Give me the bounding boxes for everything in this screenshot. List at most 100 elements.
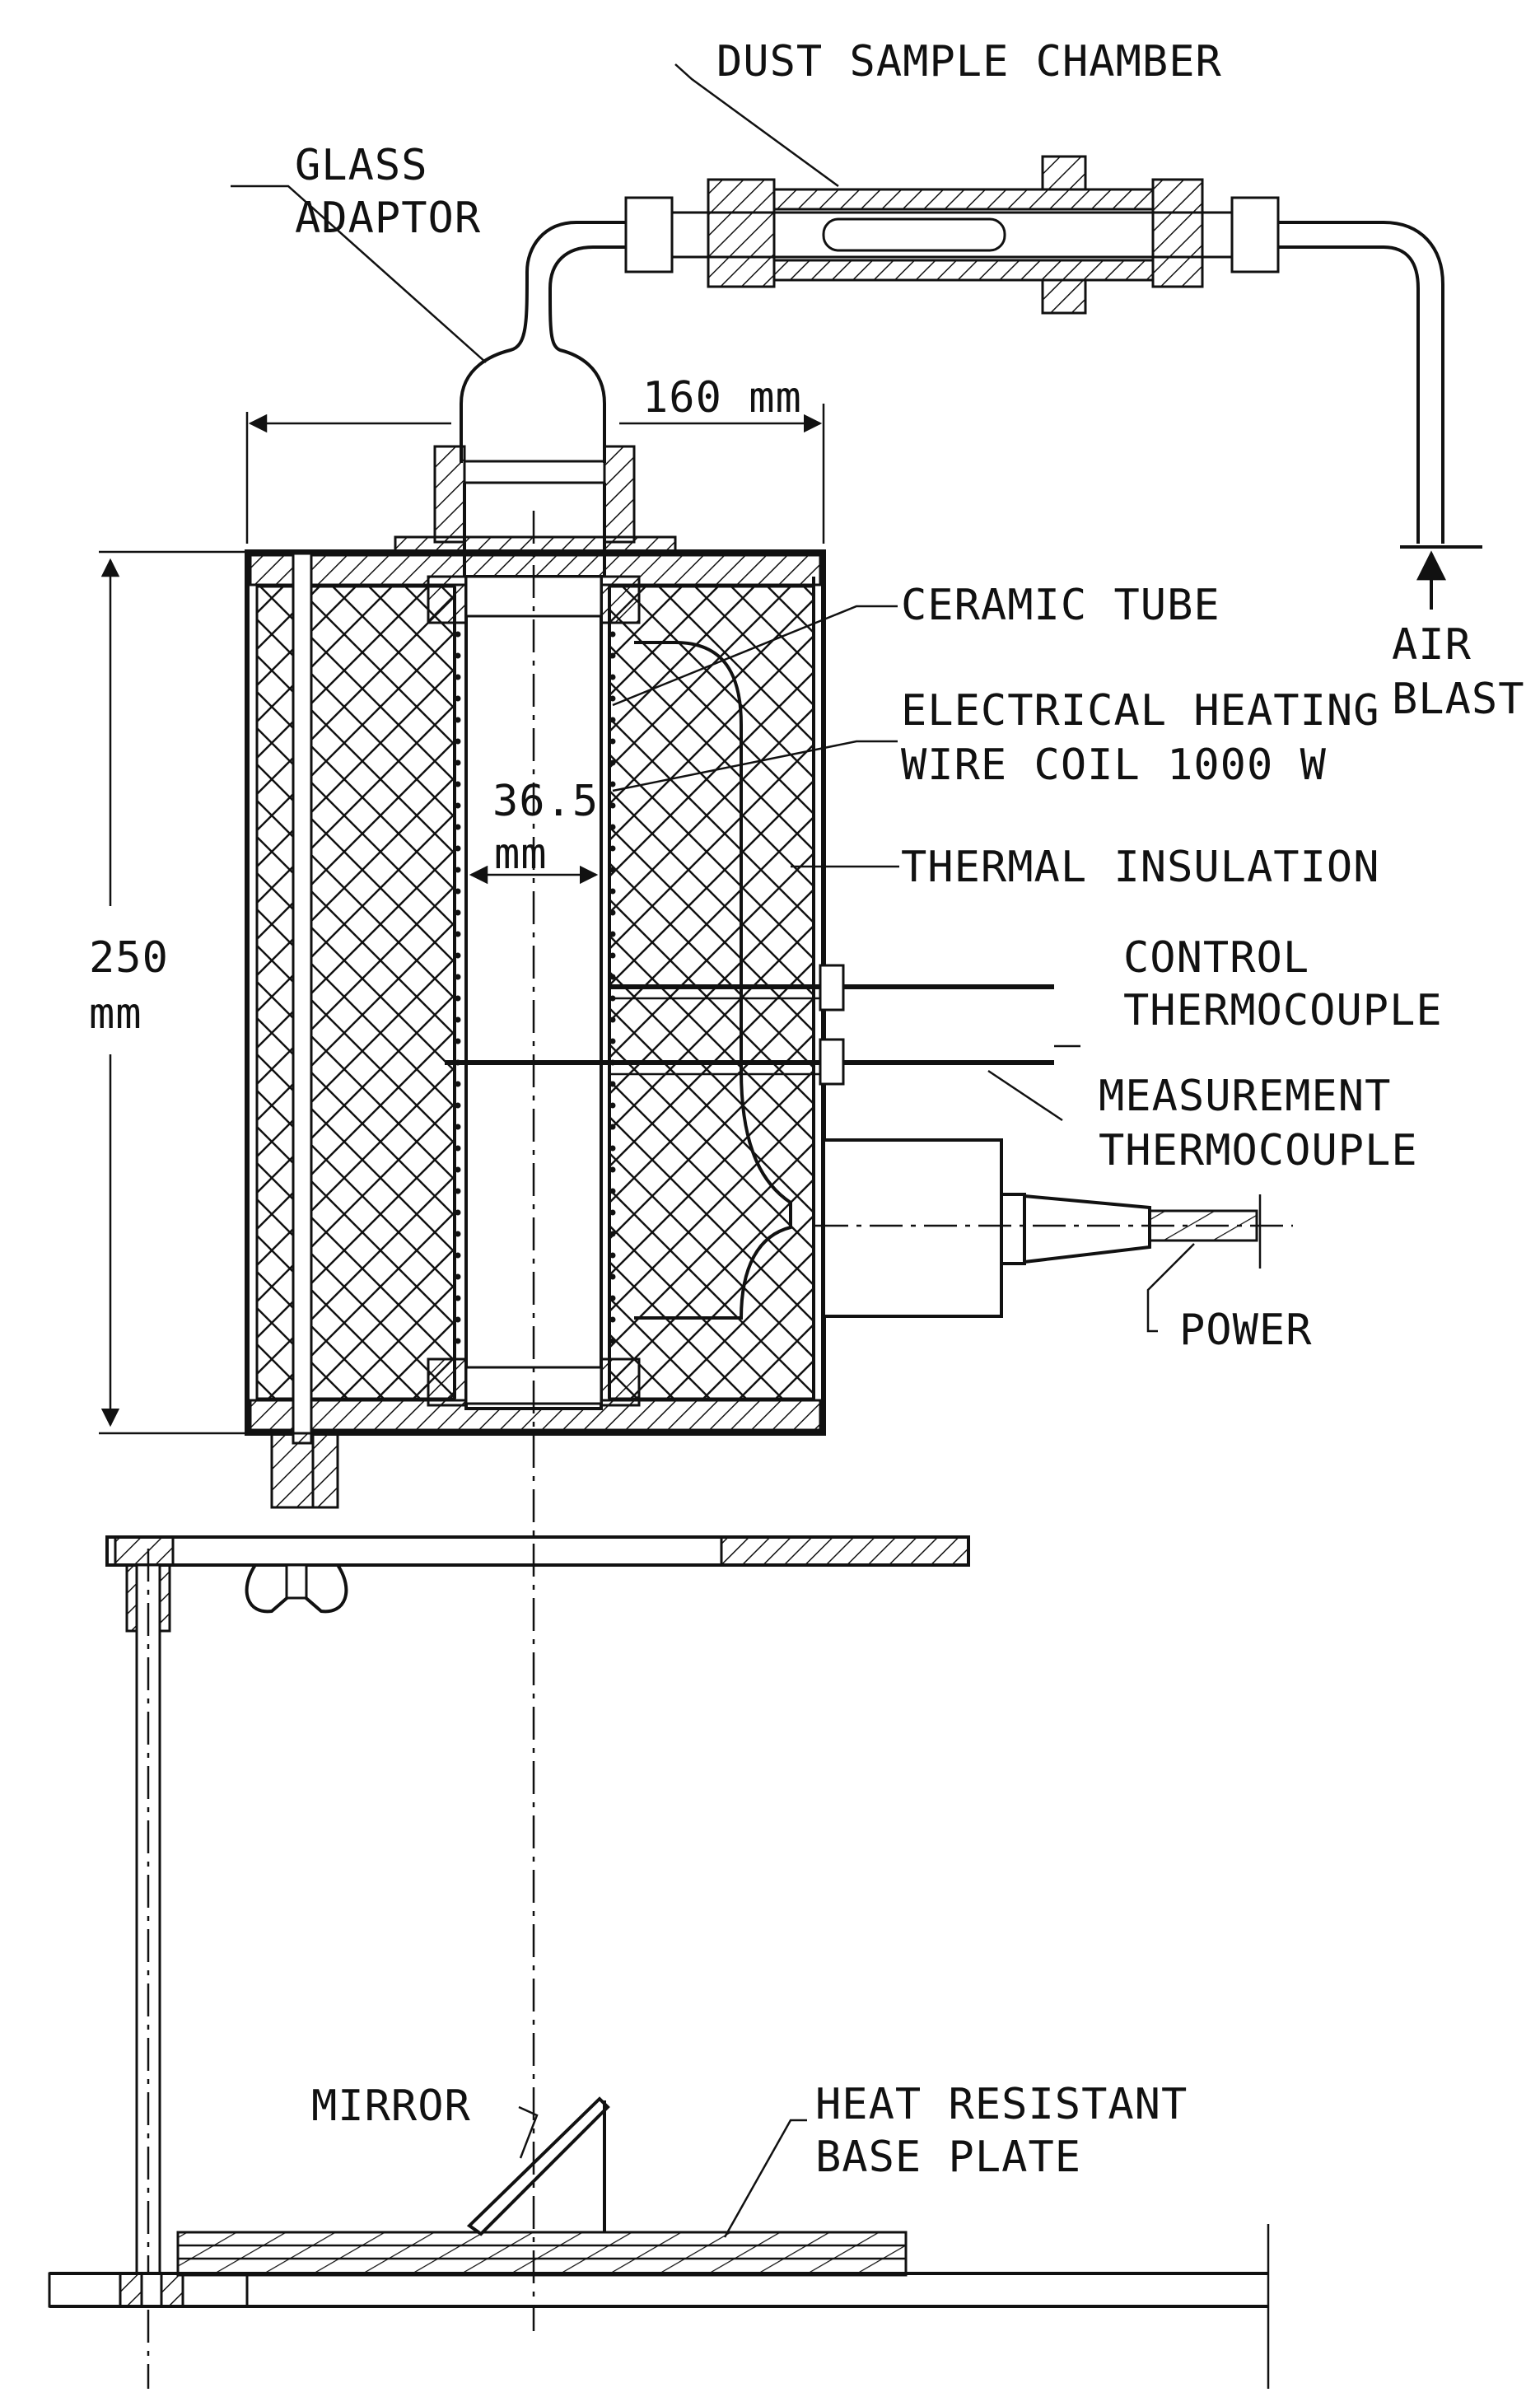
label-base-plate-line2: BASE PLATE	[815, 2133, 1081, 2182]
dimension-250	[99, 550, 247, 1435]
coil-dot	[455, 1252, 461, 1259]
label-dim-36-5-line2: mm	[494, 829, 548, 879]
coil-dot	[455, 1102, 461, 1109]
coil-dot	[609, 931, 616, 937]
coil-dot	[609, 1145, 616, 1152]
coil-dot	[455, 1016, 461, 1023]
label-air-blast-line1: AIR	[1392, 620, 1472, 670]
label-measurement-thermocouple-line1: MEASUREMENT	[1099, 1072, 1391, 1121]
coil-dot	[455, 802, 461, 809]
coil-dot	[455, 867, 461, 873]
coil-dot	[455, 1316, 461, 1323]
coil-dot	[609, 652, 616, 659]
label-base-plate-line1: HEAT RESISTANT	[815, 2080, 1188, 2129]
label-heating-line2: WIRE COIL 1000 W	[901, 741, 1327, 790]
coil-dot	[455, 974, 461, 980]
coil-dot	[609, 867, 616, 873]
label-dim-250-line2: mm	[89, 989, 142, 1039]
coil-dot	[455, 1145, 461, 1152]
label-glass-adaptor-line2: ADAPTOR	[295, 194, 481, 243]
leader-lines	[231, 63, 1195, 2238]
coil-dot	[455, 1209, 461, 1216]
label-control-thermocouple-line1: CONTROL	[1123, 933, 1309, 983]
coil-dot	[609, 1166, 616, 1173]
coil-dot	[609, 1231, 616, 1237]
coil-dot	[609, 738, 616, 745]
coil-dot	[609, 845, 616, 852]
top-collar	[394, 445, 677, 577]
coil-dot	[609, 802, 616, 809]
glass-adaptor	[460, 221, 626, 463]
label-dust-sample-chamber: DUST SAMPLE CHAMBER	[716, 37, 1222, 86]
label-power: POWER	[1179, 1306, 1313, 1355]
coil-dot	[609, 1273, 616, 1280]
coil-dot	[455, 652, 461, 659]
coil-dot	[609, 631, 616, 638]
power-connector	[815, 1138, 1293, 1318]
coil-dot	[609, 1295, 616, 1301]
furnace-body	[245, 549, 826, 1445]
coil-dot	[455, 931, 461, 937]
coil-dot	[455, 888, 461, 895]
coil-dot	[455, 1081, 461, 1087]
label-measurement-thermocouple-line2: THERMOCOUPLE	[1099, 1126, 1418, 1175]
coil-dot	[455, 738, 461, 745]
coil-dot	[455, 1124, 461, 1130]
coil-dot	[609, 888, 616, 895]
coil-dot	[609, 781, 616, 787]
coil-dot	[455, 845, 461, 852]
coil-dot	[609, 1124, 616, 1130]
coil-dot	[609, 759, 616, 766]
coil-dot	[455, 1231, 461, 1237]
coil-dot	[455, 995, 461, 1002]
label-glass-adaptor-line1: GLASS	[295, 141, 428, 190]
coil-dot	[609, 1252, 616, 1259]
stand	[48, 1432, 970, 2389]
coil-dot	[609, 1338, 616, 1344]
coil-dot	[455, 717, 461, 723]
coil-dot	[609, 1016, 616, 1023]
coil-dot	[455, 781, 461, 787]
label-ceramic-tube: CERAMIC TUBE	[901, 581, 1220, 630]
label-mirror: MIRROR	[311, 2082, 471, 2131]
coil-dot	[609, 717, 616, 723]
coil-dot	[609, 1209, 616, 1216]
base-plate	[49, 2224, 1270, 2389]
coil-dot	[609, 909, 616, 916]
coil-dot	[609, 824, 616, 830]
coil-dot	[455, 952, 461, 959]
coil-dot	[455, 1338, 461, 1344]
thermocouples	[445, 964, 1054, 1086]
coil-dot	[455, 909, 461, 916]
label-dim-250-line1: 250	[89, 933, 169, 983]
label-heating-line1: ELECTRICAL HEATING	[901, 686, 1380, 736]
heater-outline	[634, 641, 792, 1320]
label-thermal-insulation: THERMAL INSULATION	[901, 843, 1380, 892]
coil-dot	[609, 952, 616, 959]
coil-dot	[609, 1081, 616, 1087]
coil-dot	[455, 1295, 461, 1301]
coil-dot	[455, 1273, 461, 1280]
label-control-thermocouple-line2: THERMOCOUPLE	[1123, 986, 1443, 1035]
coil-dot	[455, 824, 461, 830]
coil-dot	[609, 695, 616, 702]
dust-sample-chamber	[624, 155, 1482, 610]
label-dim-36-5-line1: 36.5	[492, 777, 599, 826]
dimension-160	[245, 404, 825, 544]
coil-dot	[609, 1316, 616, 1323]
coil-dot	[455, 1166, 461, 1173]
label-dim-160: 160 mm	[642, 373, 802, 423]
coil-dot	[609, 1038, 616, 1044]
coil-dot	[455, 1188, 461, 1194]
mirror	[466, 2096, 610, 2236]
coil-dot	[455, 1038, 461, 1044]
coil-dot	[455, 674, 461, 680]
coil-dot	[455, 631, 461, 638]
coil-dot	[455, 759, 461, 766]
coil-dot	[455, 695, 461, 702]
coil-dot	[609, 974, 616, 980]
label-air-blast-line2: BLAST	[1392, 675, 1525, 724]
coil-dot	[609, 674, 616, 680]
coil-dot	[609, 1188, 616, 1194]
